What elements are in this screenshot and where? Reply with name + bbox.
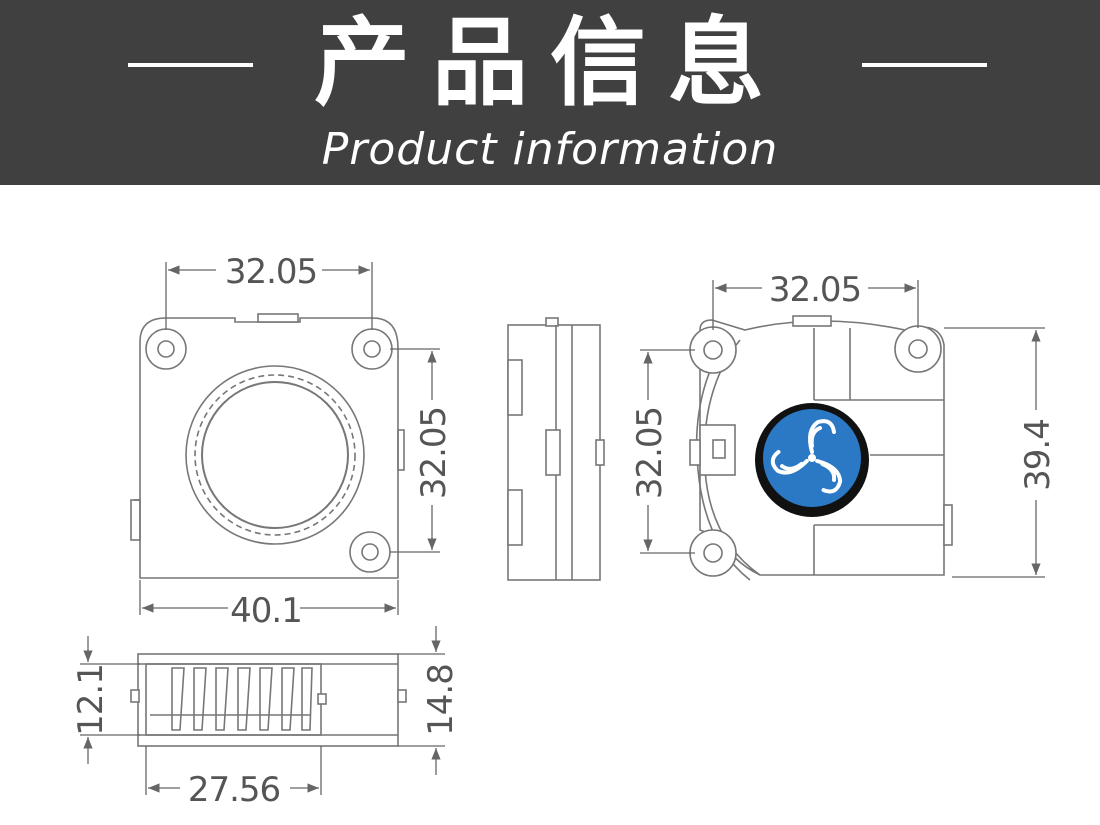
dim-back-total-height: 39.4 bbox=[1018, 419, 1058, 491]
dim-side-height-left: 12.1 bbox=[71, 664, 111, 736]
front-view bbox=[130, 313, 405, 579]
back-mount-hole-tl bbox=[689, 326, 737, 374]
back-mount-hole-tr bbox=[894, 325, 942, 373]
bottom-dims bbox=[80, 626, 445, 795]
dim-back-width-top: 32.05 bbox=[769, 270, 861, 310]
back-mount-hole-bl bbox=[689, 529, 737, 577]
dim-back-hole-height: 32.05 bbox=[630, 407, 670, 499]
blower-fins bbox=[171, 667, 313, 731]
side-view bbox=[507, 317, 605, 581]
dim-side-height-right: 14.8 bbox=[421, 664, 461, 736]
dim-front-width-top: 32.05 bbox=[225, 252, 317, 292]
back-dims bbox=[640, 280, 1045, 578]
header-banner: 产品信息 Product information bbox=[0, 0, 1100, 185]
fan-intake-ring bbox=[185, 365, 365, 545]
dim-front-hole-height: 32.05 bbox=[414, 407, 454, 499]
dim-side-width: 27.56 bbox=[188, 770, 280, 810]
title-english: Product information bbox=[321, 124, 779, 175]
title-left-line bbox=[128, 63, 253, 67]
title-chinese: 产品信息 bbox=[314, 7, 786, 119]
dim-front-width-bottom: 40.1 bbox=[230, 591, 302, 631]
front-dims bbox=[139, 262, 440, 615]
title-right-line bbox=[862, 63, 987, 67]
blue-swirl-logo bbox=[755, 403, 869, 517]
